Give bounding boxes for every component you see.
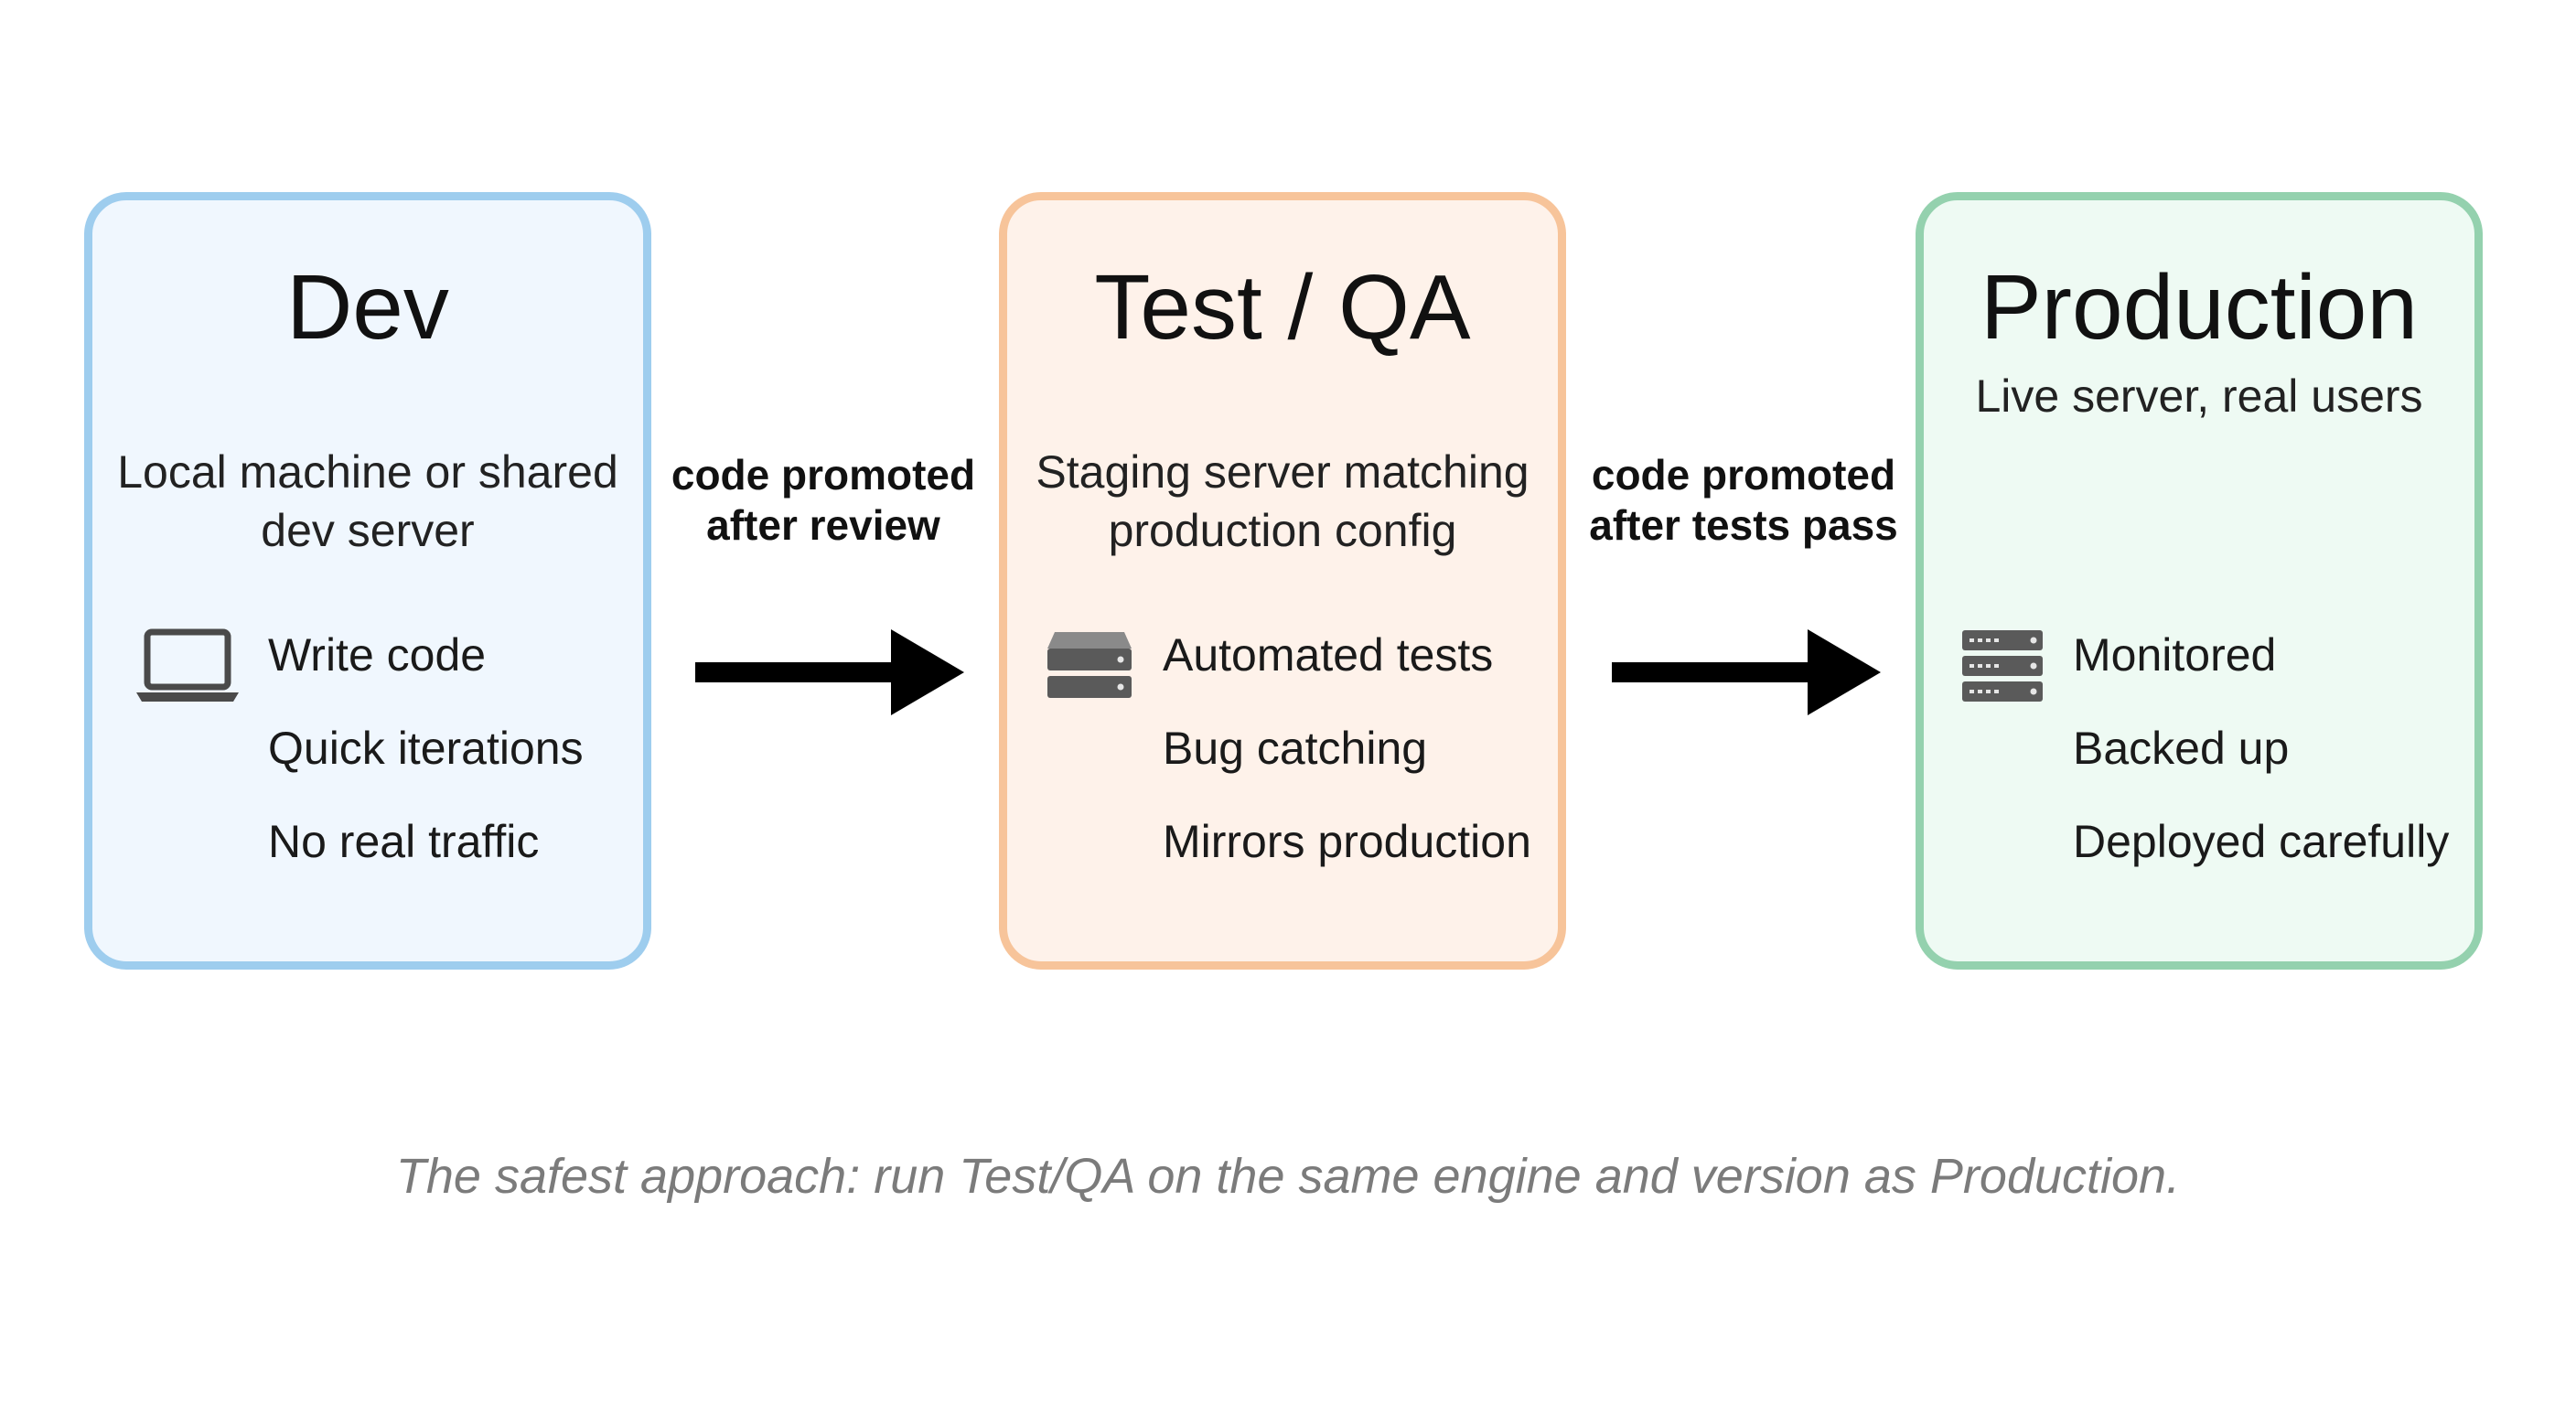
server-icon [1047, 632, 1132, 698]
dev-feature-item: Quick iterations [268, 723, 584, 774]
test-stage-card: Test / QA Staging server matching produc… [999, 192, 1566, 970]
production-stage-card: Production Live server, real users Monit… [1916, 192, 2483, 970]
production-feature-item: Monitored [2073, 629, 2277, 681]
test-feature-item: Mirrors production [1163, 816, 1531, 867]
test-feature-item: Bug catching [1163, 723, 1428, 774]
dev-stage-description: Local machine or shared dev server [111, 443, 625, 560]
test-feature-list: Automated tests Bug catching Mirrors pro… [1007, 200, 1558, 961]
production-feature-list: Monitored Backed up Deployed carefully [1924, 200, 2474, 961]
test-stage-title: Test / QA [1094, 256, 1471, 359]
server-rack-icon [1962, 630, 2043, 702]
dev-to-test-arrow [695, 629, 964, 715]
dev-feature-item: Write code [268, 629, 487, 681]
dev-stage-description-text: Local machine or shared dev server [117, 446, 618, 556]
test-stage-description-text: Staging server matching production confi… [1036, 446, 1530, 556]
dev-stage-card: Dev Local machine or shared dev server W… [84, 192, 651, 970]
production-stage-description-text: Live server, real users [1975, 370, 2423, 422]
production-feature-item: Deployed carefully [2073, 816, 2450, 867]
test-stage-description: Staging server matching production confi… [1025, 443, 1540, 560]
test-feature-item: Automated tests [1163, 629, 1494, 681]
production-feature-item: Backed up [2073, 723, 2290, 774]
footnote-caption: The safest approach: run Test/QA on the … [395, 1149, 2181, 1204]
production-stage-title: Production [1980, 256, 2419, 359]
laptop-icon [136, 628, 239, 702]
test-to-prod-label: code promoted after tests pass [1589, 451, 1898, 549]
dev-feature-item: No real traffic [268, 816, 540, 867]
dev-stage-title: Dev [286, 256, 449, 359]
dev-to-test-label: code promoted after review [671, 451, 976, 549]
test-to-prod-arrow [1612, 629, 1881, 715]
dev-feature-list: Write code Quick iterations No real traf… [92, 200, 643, 961]
production-stage-description: Live server, real users [1942, 367, 2456, 425]
